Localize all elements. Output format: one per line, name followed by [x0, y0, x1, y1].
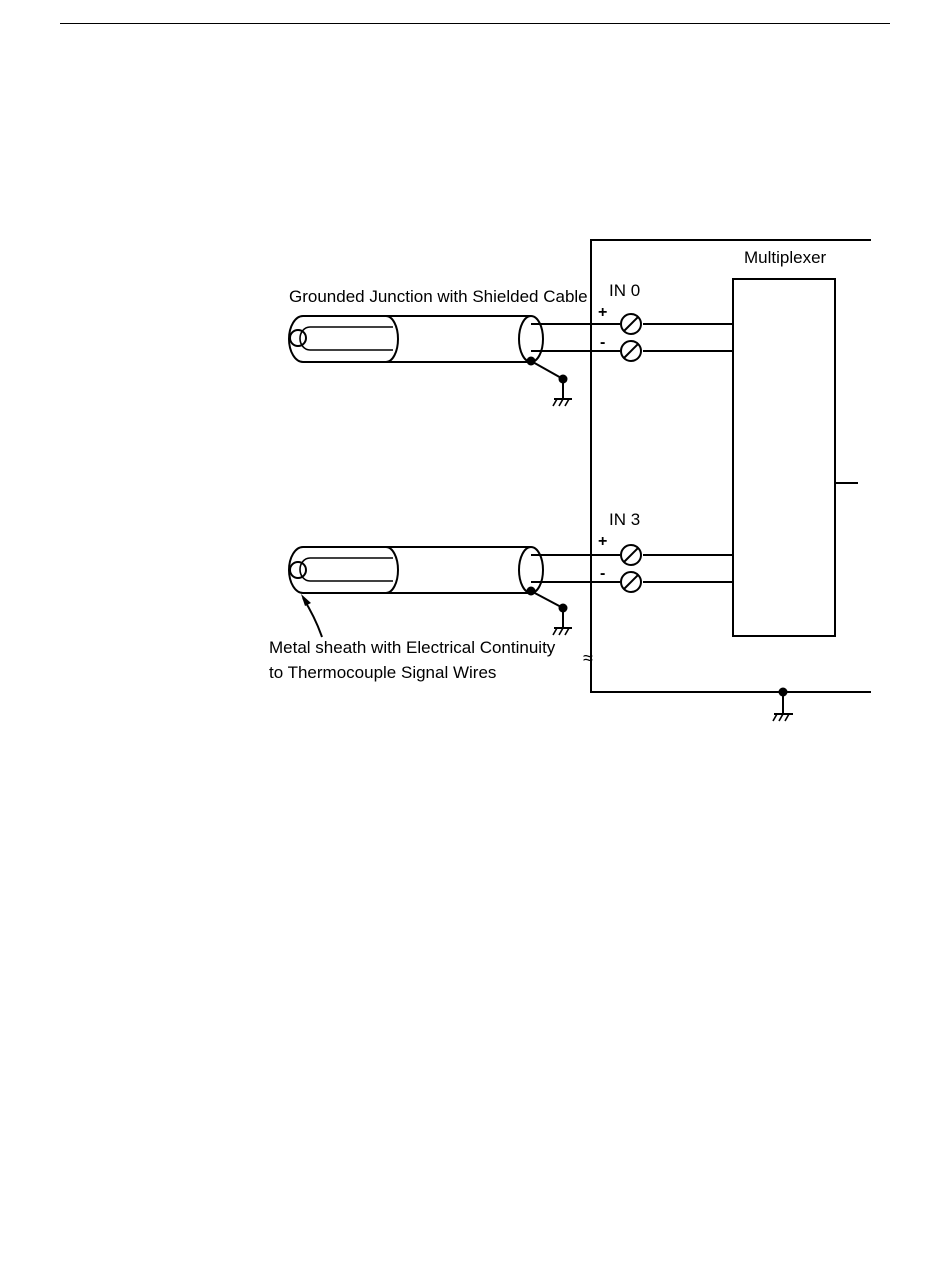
- enclosure-break-mark: ≈: [583, 648, 593, 668]
- sheath-callout-arrow: [301, 594, 322, 637]
- shield-ground-in3: [527, 587, 573, 636]
- terminal-screw-in0-minus: [621, 341, 641, 361]
- module-enclosure: [591, 240, 871, 692]
- in3-plus-sign: +: [598, 533, 607, 550]
- in0-plus-sign: +: [598, 304, 607, 321]
- in0-label: IN 0: [609, 281, 640, 300]
- thermocouple-probe-in3: [289, 547, 543, 593]
- in0-minus-sign: -: [600, 334, 605, 351]
- sheath-label-line1: Metal sheath with Electrical Continuity: [269, 638, 556, 657]
- sheath-label-line2: to Thermocouple Signal Wires: [269, 663, 496, 682]
- signal-wires-in3: [531, 555, 733, 582]
- multiplexer-label: Multiplexer: [744, 248, 827, 267]
- signal-wires-in0: [531, 324, 733, 351]
- terminal-screw-in3-plus: [621, 545, 641, 565]
- terminal-screw-in0-plus: [621, 314, 641, 334]
- multiplexer-block: [733, 279, 858, 636]
- thermocouple-probe-in0: [289, 316, 543, 362]
- terminal-screw-in3-minus: [621, 572, 641, 592]
- in3-label: IN 3: [609, 510, 640, 529]
- shield-ground-in0: [527, 357, 573, 407]
- in3-minus-sign: -: [600, 565, 605, 582]
- grounded-junction-label: Grounded Junction with Shielded Cable: [289, 287, 588, 306]
